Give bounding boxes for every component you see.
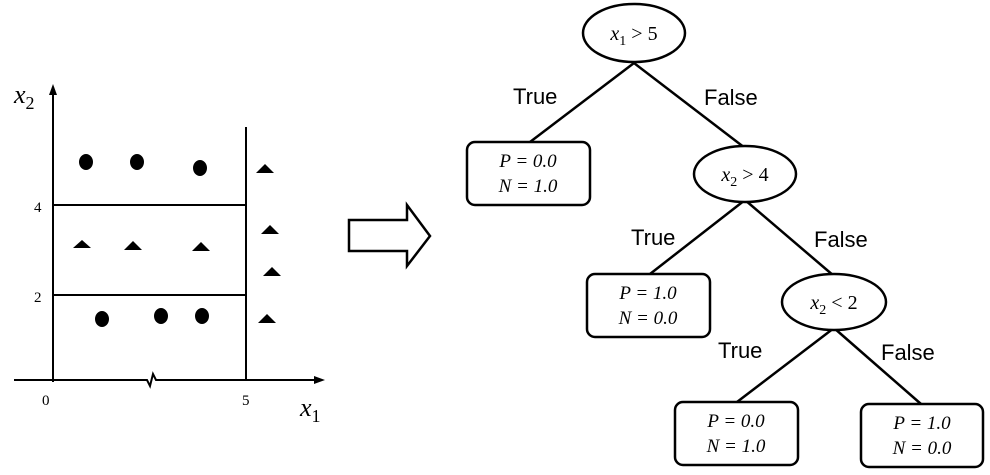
edge-root-true — [529, 62, 635, 143]
edge-label-b-false: False — [881, 340, 935, 365]
svg-text:x2 > 4: x2 > 4 — [720, 164, 768, 190]
edge-label-a-true: True — [631, 225, 675, 250]
triangle-marker — [261, 225, 279, 234]
edge-b-false — [833, 327, 922, 405]
right-arrow-icon — [347, 201, 432, 270]
edge-a-true — [649, 199, 746, 275]
leaf-2-p: P = 1.0 — [618, 283, 677, 304]
leaf-4-n: N = 0.0 — [892, 438, 952, 459]
circle-marker — [79, 154, 93, 170]
edge-label-root-false: False — [704, 85, 758, 110]
triangle-marker — [256, 164, 274, 173]
edge-b-true — [736, 327, 835, 403]
leaf-node-2: P = 1.0 N = 0.0 — [585, 272, 712, 339]
leaf-4-p: P = 1.0 — [892, 413, 951, 434]
triangle-marker — [263, 267, 281, 276]
feature-space-plot: x2 x1 0 5 4 2 — [13, 80, 325, 426]
circle-marker — [154, 308, 168, 324]
leaf-node-3: P = 0.0 N = 1.0 — [673, 400, 800, 467]
edge-label-root-true: True — [513, 84, 557, 109]
svg-text:x2 < 2: x2 < 2 — [809, 292, 857, 318]
leaf-1-n: N = 1.0 — [498, 176, 558, 197]
svg-text:x1 > 5: x1 > 5 — [609, 23, 657, 49]
leaf-1-p: P = 0.0 — [498, 151, 557, 172]
circle-marker — [95, 311, 109, 327]
edge-a-false — [744, 199, 835, 277]
x-axis — [14, 371, 316, 389]
x-axis-label: x1 — [299, 393, 321, 426]
x-tick-5: 5 — [242, 393, 250, 409]
leaf-3-n: N = 1.0 — [706, 436, 766, 457]
y-axis-arrowhead — [49, 84, 57, 95]
leaf-2-n: N = 0.0 — [618, 308, 678, 329]
edge-root-false — [633, 62, 746, 149]
leaf-node-1: P = 0.0 N = 1.0 — [465, 140, 592, 207]
edge-label-b-true: True — [718, 338, 762, 363]
circle-marker — [195, 308, 209, 324]
x-axis-arrowhead — [314, 376, 325, 384]
triangle-marker — [192, 242, 210, 251]
circle-marker — [130, 154, 144, 170]
triangle-marker — [124, 241, 142, 250]
decision-tree: True False True False True False x1 > 5 … — [465, 2, 985, 469]
leaf-node-4: P = 1.0 N = 0.0 — [859, 402, 985, 469]
leaf-3-p: P = 0.0 — [706, 411, 765, 432]
y-tick-4: 4 — [34, 200, 42, 216]
edge-label-a-false: False — [814, 227, 868, 252]
triangle-marker — [258, 314, 276, 323]
decision-node-a: x2 > 4 — [692, 144, 798, 204]
y-axis-label: x2 — [13, 80, 35, 113]
decision-node-b: x2 < 2 — [780, 272, 888, 332]
circle-marker — [193, 160, 207, 176]
origin-label: 0 — [42, 393, 50, 409]
y-tick-2: 2 — [34, 290, 42, 306]
triangle-marker — [73, 240, 91, 248]
decision-node-root: x1 > 5 — [581, 2, 687, 64]
